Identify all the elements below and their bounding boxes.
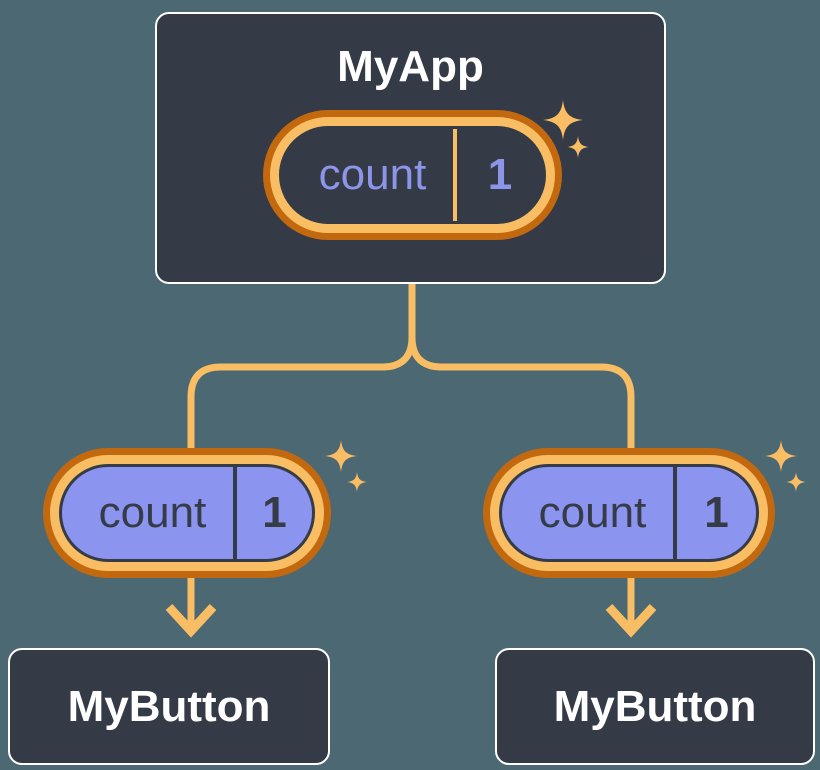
arrowhead-down-icon — [605, 603, 657, 638]
component-label-mybutton: MyButton — [553, 681, 757, 731]
prop-name: count — [98, 488, 207, 537]
state-value: 1 — [487, 150, 513, 199]
state-pill-myapp: count 1 — [263, 110, 562, 240]
connector-parent-to-left-child — [187, 283, 416, 450]
sparkle-icon — [786, 472, 806, 492]
prop-highlight-ring: count 1 — [490, 455, 768, 571]
component-node-mybutton-right: MyButton — [495, 648, 815, 765]
sparkle-icon — [347, 472, 367, 492]
pill-divider — [233, 467, 237, 559]
connector-parent-to-right-child — [408, 283, 635, 450]
prop-value: 1 — [704, 488, 729, 537]
state-highlight-ring: count 1 — [270, 117, 555, 233]
pill-divider — [453, 129, 457, 221]
arrowhead-down-icon — [165, 603, 217, 638]
pill-divider — [673, 467, 677, 559]
sparkle-icon — [325, 440, 357, 472]
sparkle-icon — [765, 440, 797, 472]
prop-pill-right: count 1 — [483, 448, 775, 578]
state-name: count — [318, 150, 427, 199]
component-node-mybutton-left: MyButton — [8, 648, 330, 765]
prop-name: count — [538, 488, 647, 537]
component-label-myapp: MyApp — [337, 42, 484, 91]
prop-highlight-ring: count 1 — [50, 455, 324, 571]
component-label-mybutton: MyButton — [67, 681, 271, 731]
prop-pill-left: count 1 — [43, 448, 331, 578]
prop-value: 1 — [262, 488, 287, 537]
